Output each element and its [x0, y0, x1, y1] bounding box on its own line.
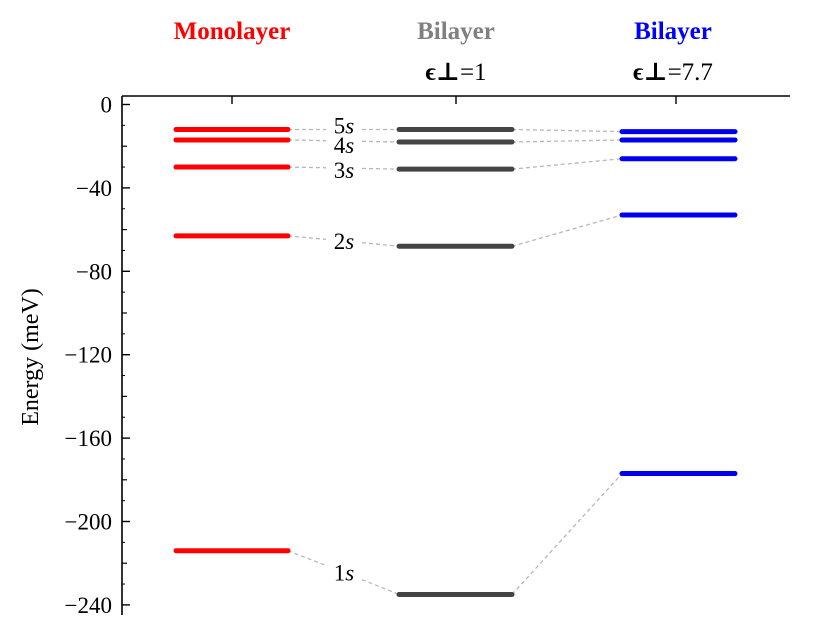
- connector-line: [511, 214, 623, 247]
- connector-line: [511, 473, 623, 595]
- y-tick-label: 0: [101, 93, 113, 118]
- y-tick-label: −80: [76, 259, 112, 284]
- state-label-4s: 4s: [334, 133, 355, 158]
- epsilon-perp-symbol: ϵ⊥: [633, 59, 668, 86]
- column-title-monolayer: Monolayer: [174, 18, 291, 45]
- y-tick-label: −120: [65, 343, 112, 368]
- column-title-bilayer-1: Bilayer: [417, 18, 495, 45]
- epsilon-perp-symbol: ϵ⊥: [425, 59, 460, 86]
- connector-line: [511, 158, 623, 170]
- connector-line: [287, 550, 327, 567]
- state-label-1s: 1s: [334, 561, 355, 586]
- energy-levels: [173, 127, 738, 597]
- state-label-5s: 5s: [334, 114, 355, 139]
- connector-line: [361, 578, 400, 596]
- epsilon-value: =1: [460, 59, 487, 86]
- connector-line: [361, 140, 400, 143]
- column-title-bilayer-2: Bilayer: [634, 18, 712, 45]
- connector-line: [511, 139, 623, 143]
- connector-line: [361, 167, 400, 170]
- connectors: [287, 128, 623, 596]
- connector-line: [361, 242, 400, 247]
- y-tick-label: −200: [65, 510, 112, 535]
- column-subtitle-bilayer-2: ϵ⊥=7.7: [633, 59, 713, 86]
- epsilon-value: =7.7: [668, 59, 713, 86]
- y-tick-label: −40: [76, 176, 112, 201]
- y-axis-title: Energy (meV): [18, 288, 44, 426]
- state-label-2s: 2s: [334, 229, 355, 254]
- column-subtitle-bilayer-1: ϵ⊥=1: [425, 59, 486, 86]
- connector-line: [287, 139, 327, 142]
- y-tick-label: −160: [65, 426, 112, 451]
- y-tick-label: −240: [65, 593, 112, 618]
- connector-line: [287, 235, 327, 241]
- connector-line: [287, 166, 327, 169]
- connector-line: [511, 128, 623, 133]
- state-label-3s: 3s: [334, 158, 355, 183]
- y-ticks: 0 −40 −80 −120 −160 −200 −240: [65, 93, 677, 618]
